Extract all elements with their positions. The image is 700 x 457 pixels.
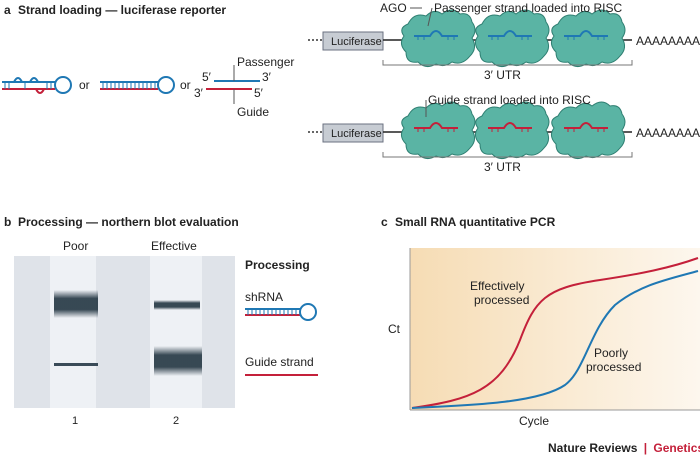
credit: Nature Reviews | Genetics [548, 441, 700, 455]
or-label-2: or [180, 78, 191, 92]
utr-bracket-top [382, 60, 633, 66]
guide-5prime: 5′ [254, 86, 264, 100]
luciferase-box-top [322, 31, 384, 51]
luciferase-box-bottom [322, 123, 384, 143]
ago-complex-top-3 [550, 9, 626, 68]
lane-2-shrna-band [154, 300, 200, 310]
ago-label: AGO [380, 1, 407, 15]
luciferase-label-top: Luciferase [331, 36, 382, 48]
utr-label-top: 3′ UTR [484, 68, 521, 82]
utr-bracket-bottom [382, 152, 633, 158]
panel-b-letter: b [4, 215, 11, 229]
effective-label-line1: Effectively [470, 279, 524, 293]
panel-a-letter: a [4, 3, 11, 17]
effective-label-line2: processed [474, 293, 529, 307]
passenger-loaded-pointer [427, 7, 433, 27]
qpcr-plot-area [410, 248, 700, 410]
poor-label-line2: processed [586, 360, 641, 374]
effective-curve [411, 257, 699, 409]
passenger-label: Passenger [237, 55, 294, 69]
or-label: or [79, 78, 90, 92]
lane-1-shrna-band [54, 290, 98, 318]
luciferase-label-bottom: Luciferase [331, 128, 382, 140]
lane-1-header: Poor [63, 239, 88, 253]
panel-a-title: Strand loading — luciferase reporter [18, 3, 226, 17]
legend-shrna-label: shRNA [245, 290, 283, 304]
guide-3prime: 3′ [194, 86, 204, 100]
guide-reporter-construct [308, 101, 633, 160]
shrna-hairpin-icon [100, 76, 175, 94]
lane-1-number: 1 [72, 415, 78, 427]
lane-2-number: 2 [173, 415, 179, 427]
credit-section: Genetics [653, 441, 700, 455]
polya-label-top: AAAAAAAA [636, 34, 700, 48]
guide-loaded-label: Guide strand loaded into RISC [428, 93, 591, 107]
legend-guide-label: Guide strand [245, 355, 314, 369]
passenger-reporter-construct [308, 9, 633, 68]
panel-b-title: Processing — northern blot evaluation [18, 215, 239, 229]
poor-curve [411, 270, 699, 409]
ago-complex-bottom-3 [550, 101, 626, 160]
credit-separator: | [644, 441, 647, 455]
poor-label-line1: Poorly [594, 346, 628, 360]
passenger-3prime: 3′ [262, 70, 272, 84]
blot-lane-1 [50, 256, 96, 408]
panel-c-title: Small RNA quantitative PCR [395, 215, 556, 229]
shrna-with-bulges-icon [2, 76, 72, 94]
passenger-5prime: 5′ [202, 70, 212, 84]
lane-2-guide-band [154, 346, 202, 376]
panel-c-letter: c [381, 215, 388, 229]
blot-lane-2 [150, 256, 202, 408]
legend-title: Processing [245, 258, 310, 272]
lane-2-header: Effective [151, 239, 197, 253]
qpcr-ylabel: Ct [388, 322, 401, 336]
lane-1-guide-band [54, 363, 98, 366]
credit-journal: Nature Reviews [548, 441, 638, 455]
ago-complex-top-2 [474, 9, 550, 68]
sirna-duplex-icon [206, 65, 260, 104]
guide-label: Guide [237, 105, 269, 119]
utr-label-bottom: 3′ UTR [484, 160, 521, 174]
polya-label-bottom: AAAAAAAA [636, 126, 700, 140]
legend-shrna-icon [245, 303, 317, 321]
ago-complex-top-1 [400, 9, 476, 68]
passenger-loaded-label: Passenger strand loaded into RISC [434, 1, 622, 15]
ago-complex-bottom-2 [474, 101, 550, 160]
qpcr-xlabel: Cycle [519, 414, 549, 428]
ago-complex-bottom-1 [400, 101, 476, 160]
